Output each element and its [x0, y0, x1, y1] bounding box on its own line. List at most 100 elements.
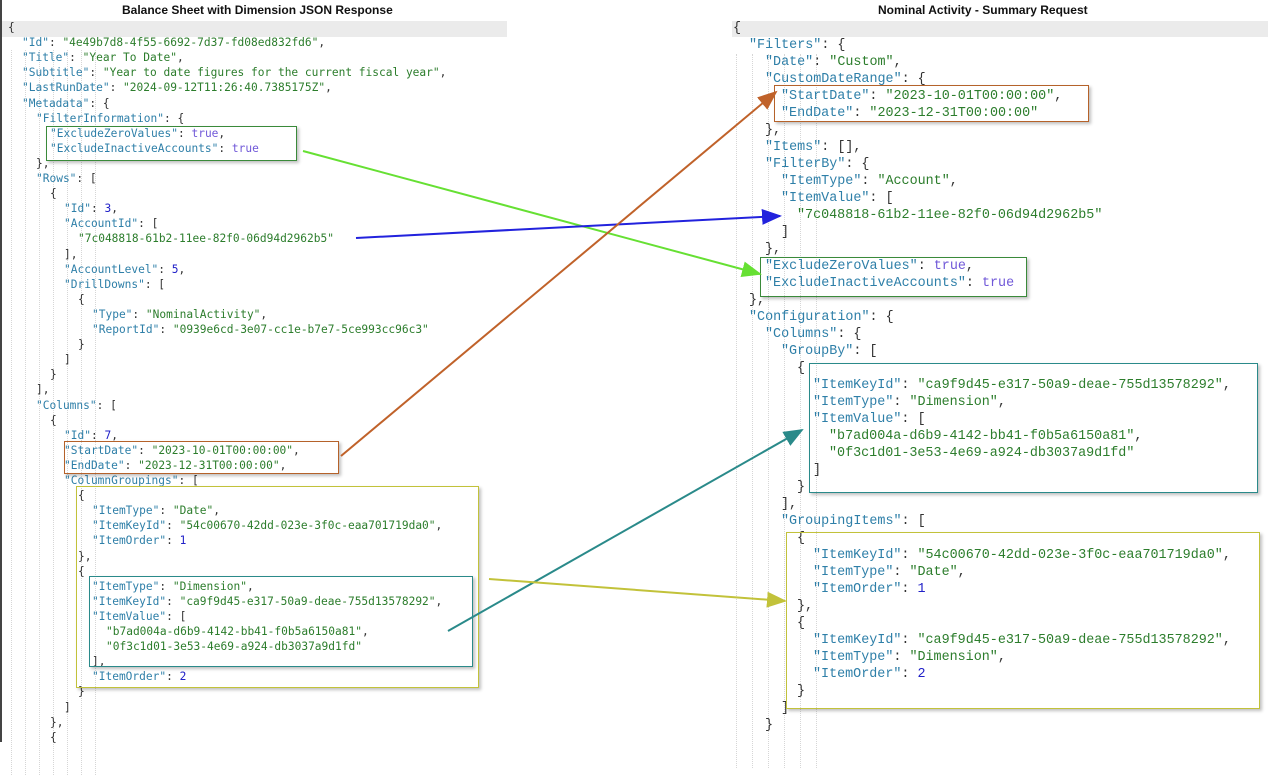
json-punctuation: {	[8, 21, 15, 34]
json-string: "b7ad004a-d6b9-4142-bb41-f0b5a6150a81"	[106, 625, 362, 638]
code-line: "ItemType": "Dimension",	[813, 649, 1006, 666]
json-key: "Columns"	[36, 398, 97, 412]
code-line: "7c048818-61b2-11ee-82f0-06d94d2962b5"	[797, 207, 1102, 224]
json-string: "Dimension"	[909, 395, 998, 410]
json-punctuation: ,	[965, 259, 974, 274]
json-punctuation: }	[797, 684, 806, 699]
json-key: "Title"	[22, 51, 70, 65]
json-key: "EndDate"	[781, 106, 854, 121]
json-key: "Id"	[64, 202, 91, 216]
left-filter-information-box	[46, 126, 297, 161]
code-line: "FilterBy": {	[765, 156, 869, 173]
json-string: "Custom"	[829, 55, 894, 70]
json-key: "ItemOrder"	[92, 534, 167, 548]
json-key: "ExcludeZeroValues"	[765, 259, 918, 274]
json-key: "ItemValue"	[92, 609, 167, 623]
code-line: "ItemOrder": 1	[92, 533, 186, 548]
code-line: "ItemKeyId": "ca9f9d45-e317-50a9-deae-75…	[92, 594, 442, 609]
json-string: "ca9f9d45-e317-50a9-deae-755d13578292"	[917, 378, 1223, 393]
code-line: "ItemType": "Dimension",	[92, 579, 254, 594]
json-key: "ExcludeInactiveAccounts"	[765, 276, 966, 291]
right-panel-nominal-activity-request: Nominal Activity - Summary Request {"Fil…	[728, 0, 1268, 768]
code-line: },	[78, 549, 91, 564]
json-punctuation: ],	[36, 383, 50, 397]
json-punctuation: :	[132, 307, 146, 321]
json-punctuation: : {	[845, 157, 870, 172]
json-key: "LastRunDate"	[22, 81, 110, 95]
json-punctuation: ,	[361, 625, 369, 638]
json-key: "EndDate"	[64, 458, 125, 472]
code-line: "ExcludeInactiveAccounts": true	[50, 141, 259, 156]
code-line: "ItemType": "Date",	[813, 564, 966, 581]
json-punctuation: :	[159, 323, 173, 336]
json-punctuation: ,	[318, 36, 326, 50]
indent-guide	[736, 54, 737, 768]
json-key: "CustomDateRange"	[765, 72, 902, 87]
code-line: },	[765, 241, 781, 258]
json-punctuation: ,	[997, 650, 1006, 665]
code-line: "0f3c1d01-3e53-4e69-a924-db3037a9d1fd"	[106, 639, 362, 654]
indent-guide	[11, 50, 12, 775]
code-line: "DrillDowns": [	[64, 277, 165, 292]
json-punctuation: ,	[435, 594, 443, 608]
json-key: "StartDate"	[781, 89, 870, 104]
json-punctuation: :	[69, 51, 83, 65]
json-number: 1	[917, 582, 926, 597]
json-punctuation: },	[78, 549, 92, 563]
json-punctuation: :	[893, 565, 910, 580]
json-string: "ca9f9d45-e317-50a9-deae-755d13578292"	[179, 594, 436, 608]
code-line: "Title": "Year To Date",	[22, 50, 184, 65]
indent-guide	[39, 50, 40, 775]
json-punctuation: : [	[76, 172, 97, 185]
json-punctuation: ]	[781, 701, 790, 716]
json-key: "AccountId"	[64, 217, 139, 231]
json-punctuation: : [	[138, 217, 159, 231]
code-line: ]	[781, 224, 789, 241]
json-key: "ItemKeyId"	[813, 378, 902, 393]
json-punctuation: :	[893, 395, 910, 410]
json-key: "Metadata"	[22, 96, 90, 110]
json-key: "Rows"	[36, 172, 77, 185]
json-key: "ItemType"	[92, 504, 160, 518]
json-punctuation: {	[50, 413, 57, 427]
left-panel-title: Balance Sheet with Dimension JSON Respon…	[122, 3, 393, 17]
json-string: "Date"	[909, 565, 958, 580]
json-key: "Filters"	[749, 38, 822, 53]
json-punctuation: ,	[111, 202, 118, 216]
json-number: 7	[104, 428, 112, 442]
json-punctuation: ,	[178, 262, 186, 276]
right-custom-date-range-box	[774, 85, 1089, 122]
json-punctuation: ]	[813, 463, 822, 478]
json-number: 1	[179, 534, 187, 548]
json-boolean: true	[191, 126, 219, 140]
json-punctuation: ]	[64, 353, 71, 367]
json-punctuation: ,	[997, 395, 1006, 410]
code-line: "FilterInformation": {	[36, 111, 184, 126]
json-punctuation: {	[797, 361, 806, 376]
json-boolean: true	[231, 141, 259, 155]
json-punctuation: : {	[901, 72, 926, 87]
json-number: 2	[917, 667, 926, 682]
code-line: "ItemValue": [	[781, 190, 894, 207]
json-punctuation: ,	[218, 126, 226, 140]
code-line: "Id": "4e49b7d8-4f55-6692-7d37-fd08ed832…	[22, 35, 325, 50]
code-line: {	[50, 413, 57, 428]
json-punctuation: }	[78, 685, 85, 699]
json-punctuation: ,	[260, 307, 268, 321]
json-key: "ItemType"	[781, 174, 862, 189]
code-line: {	[50, 186, 57, 201]
json-punctuation: {	[78, 292, 85, 306]
json-punctuation: : {	[869, 310, 894, 325]
code-line: "Configuration": {	[749, 309, 894, 326]
json-punctuation: },	[765, 123, 782, 138]
code-line: "Date": "Custom",	[765, 54, 902, 71]
code-line: "AccountId": [	[64, 216, 158, 231]
json-punctuation: :	[901, 582, 918, 597]
json-punctuation: ],	[64, 247, 78, 261]
json-key: "ColumnGroupings"	[64, 474, 179, 487]
json-punctuation: : {	[89, 96, 110, 110]
json-punctuation: {	[733, 21, 742, 36]
indent-guide	[67, 50, 68, 775]
json-string: "Year to date figures for the current fi…	[102, 66, 440, 80]
json-key: "ItemKeyId"	[813, 633, 902, 648]
